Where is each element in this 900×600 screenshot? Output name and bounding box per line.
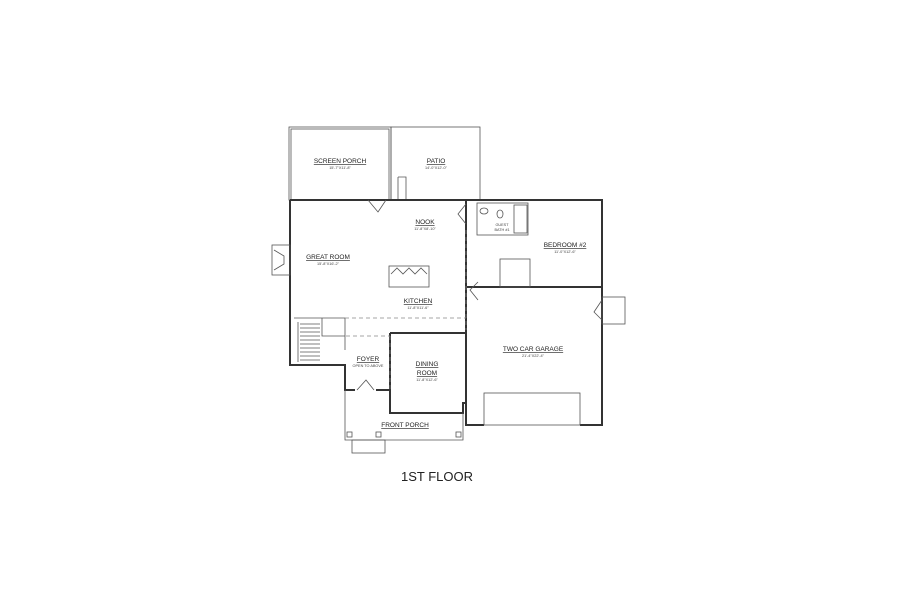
room-label-bedroom-2: BEDROOM #2 xyxy=(544,242,587,249)
garage-side-stoop xyxy=(601,296,626,325)
room-label-garage: TWO CAR GARAGE xyxy=(503,346,564,353)
room-label-great-room: GREAT ROOM xyxy=(306,254,350,261)
room-dims-dining: 11'-8"X12'-6" xyxy=(416,378,438,382)
garage-entry-door xyxy=(469,281,479,301)
room-dims-nook: 11'-8"X8'-10" xyxy=(414,227,436,231)
rear-door xyxy=(367,199,387,213)
room-label-screen-porch: SCREEN PORCH xyxy=(314,158,367,165)
front-steps xyxy=(351,439,386,454)
room-dims-patio: 14'-0"X12'-0" xyxy=(425,166,448,170)
closet xyxy=(499,258,531,288)
sink-icon xyxy=(479,207,489,215)
fireplace-firebox xyxy=(273,249,285,271)
front-door xyxy=(356,379,375,391)
porch-column xyxy=(455,431,462,438)
room-note-foyer: OPEN TO ABOVE xyxy=(353,364,384,368)
guest-bath-outline xyxy=(476,202,529,236)
room-label-dining-2: ROOM xyxy=(417,370,437,377)
room-label-dining: DINING xyxy=(416,361,439,368)
room-dims-garage: 21'-4"X22'-4" xyxy=(522,354,545,358)
garage-door xyxy=(483,392,581,426)
room-label-guest-bath: GUEST xyxy=(495,223,509,227)
fireplace xyxy=(271,244,291,276)
patio-steps xyxy=(397,176,407,200)
floor-title: 1ST FLOOR xyxy=(401,469,473,484)
exterior-wall xyxy=(290,199,603,426)
room-label-front-porch: FRONT PORCH xyxy=(381,422,429,429)
exterior-wall-left xyxy=(289,200,391,413)
porch-column xyxy=(346,431,353,438)
dashed-lines xyxy=(345,230,467,390)
room-label-foyer: FOYER xyxy=(357,356,380,363)
room-dims-kitchen: 11'-8"X11'-6" xyxy=(407,306,429,310)
porch-column xyxy=(375,431,382,438)
tub-icon xyxy=(513,204,528,234)
room-dims-bedroom-2: 11'-0"X12'-6" xyxy=(554,250,576,254)
room-dims-great-room: 15'-8"X16'-2" xyxy=(317,262,340,266)
room-label-guest-bath-2: BATH #1 xyxy=(494,228,509,232)
room-label-kitchen: KITCHEN xyxy=(404,298,433,305)
room-label-patio: PATIO xyxy=(427,158,446,165)
room-dims-screen-porch: 15'-7"X11'-8" xyxy=(329,166,351,170)
room-label-nook: NOOK xyxy=(415,219,435,226)
front-porch-outline xyxy=(344,390,464,441)
stair-treads xyxy=(300,323,320,361)
kitchen-island xyxy=(388,265,430,288)
pantry-door xyxy=(457,203,467,225)
garage-side-door xyxy=(593,299,603,321)
toilet-icon xyxy=(496,209,504,219)
island-seating xyxy=(390,267,428,275)
